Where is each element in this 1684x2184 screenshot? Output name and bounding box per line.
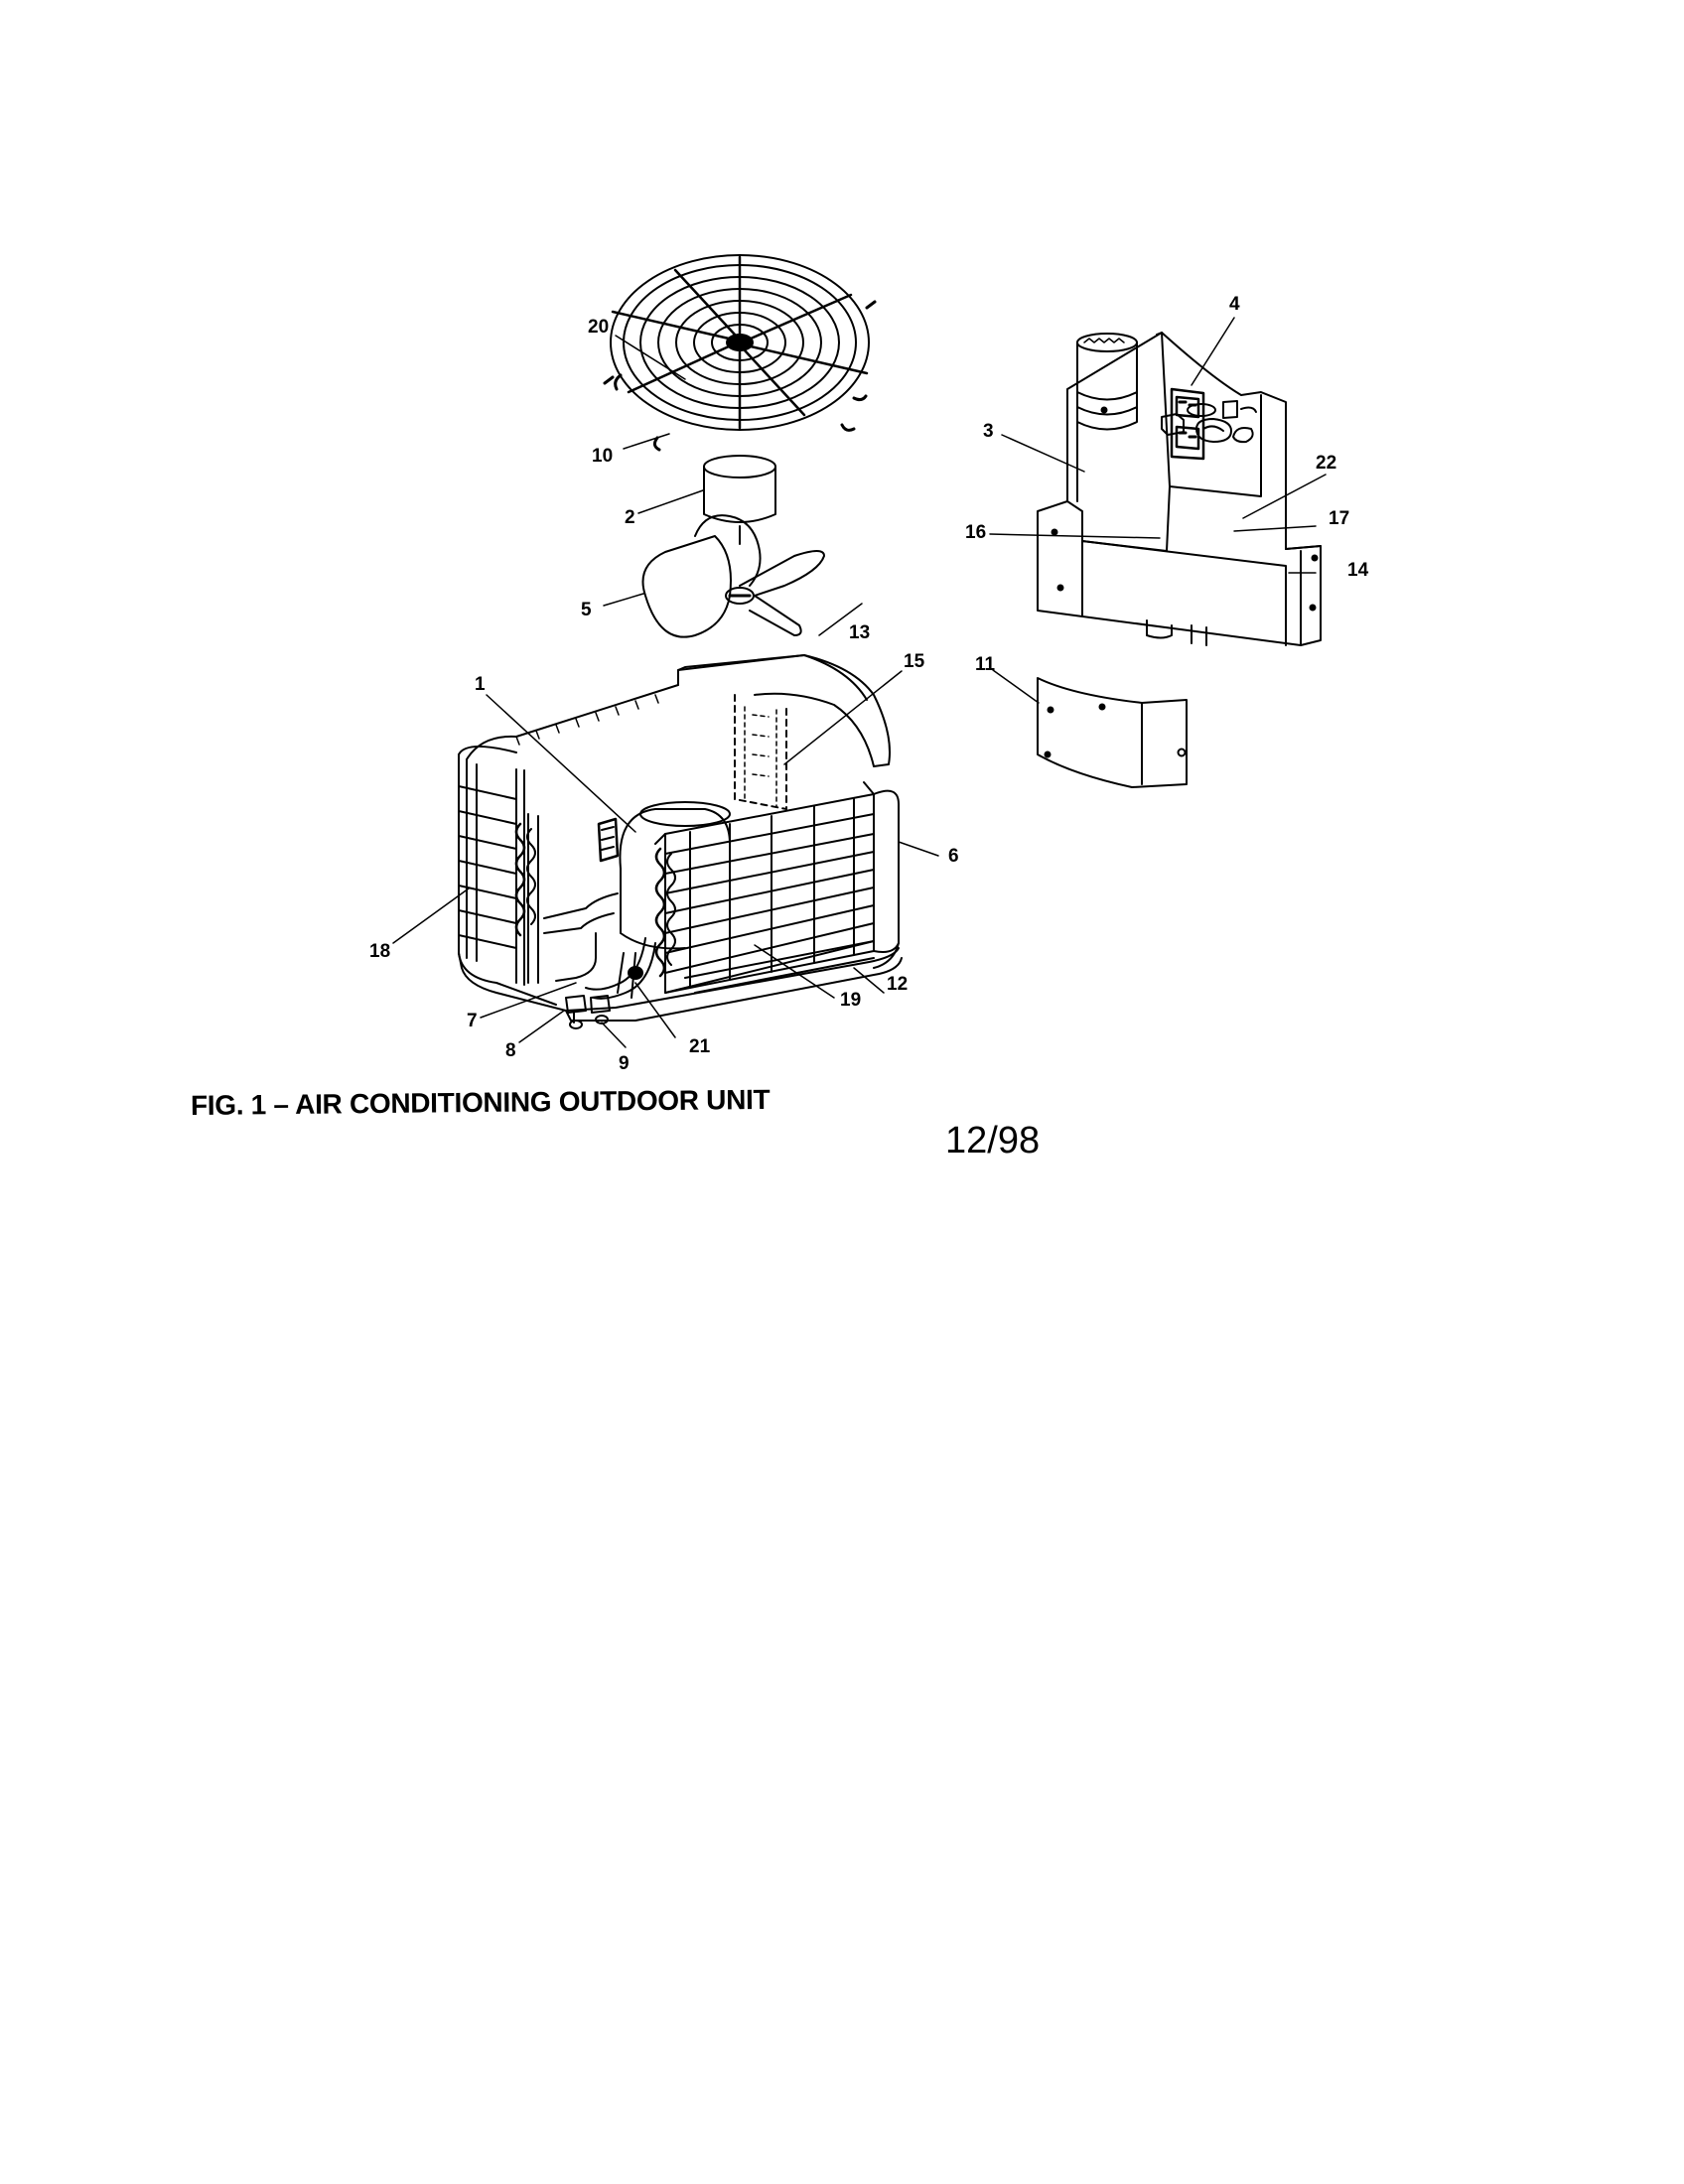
callout-15: 15: [904, 651, 925, 672]
fan-blade: [641, 514, 825, 638]
callout-6: 6: [948, 846, 959, 867]
callout-22: 22: [1316, 453, 1336, 474]
callout-2: 2: [625, 507, 635, 528]
callout-13: 13: [849, 622, 870, 643]
callout-18: 18: [369, 941, 390, 962]
callout-8: 8: [505, 1040, 516, 1061]
callout-4: 4: [1229, 294, 1240, 315]
date-code: 12/98: [945, 1120, 1041, 1161]
callout-5: 5: [581, 600, 592, 620]
fan-motor: [703, 455, 776, 545]
callout-21: 21: [689, 1036, 711, 1057]
callout-20: 20: [588, 317, 609, 338]
fan-guard: [603, 254, 877, 452]
condenser-cabinet: [458, 654, 903, 1029]
callout-7: 7: [467, 1011, 478, 1031]
callout-labels: 20 10 2 5 4 3 22 17 16 14 11 13 15 1 6 1…: [369, 294, 1369, 1074]
figure-caption: FIG. 1 – AIR CONDITIONING OUTDOOR UNIT: [190, 1083, 771, 1121]
callout-3: 3: [983, 421, 994, 442]
callout-leader-lines: [392, 317, 1327, 1048]
callout-1: 1: [475, 674, 486, 695]
callout-12: 12: [887, 974, 908, 995]
callout-16: 16: [965, 522, 986, 543]
control-box: [1037, 332, 1322, 646]
callout-11: 11: [975, 654, 996, 675]
callout-19: 19: [840, 990, 861, 1011]
callout-14: 14: [1347, 560, 1369, 581]
control-box-cover: [1037, 677, 1188, 788]
callout-9: 9: [619, 1053, 630, 1074]
callout-10: 10: [592, 446, 613, 467]
callout-17: 17: [1329, 508, 1349, 529]
